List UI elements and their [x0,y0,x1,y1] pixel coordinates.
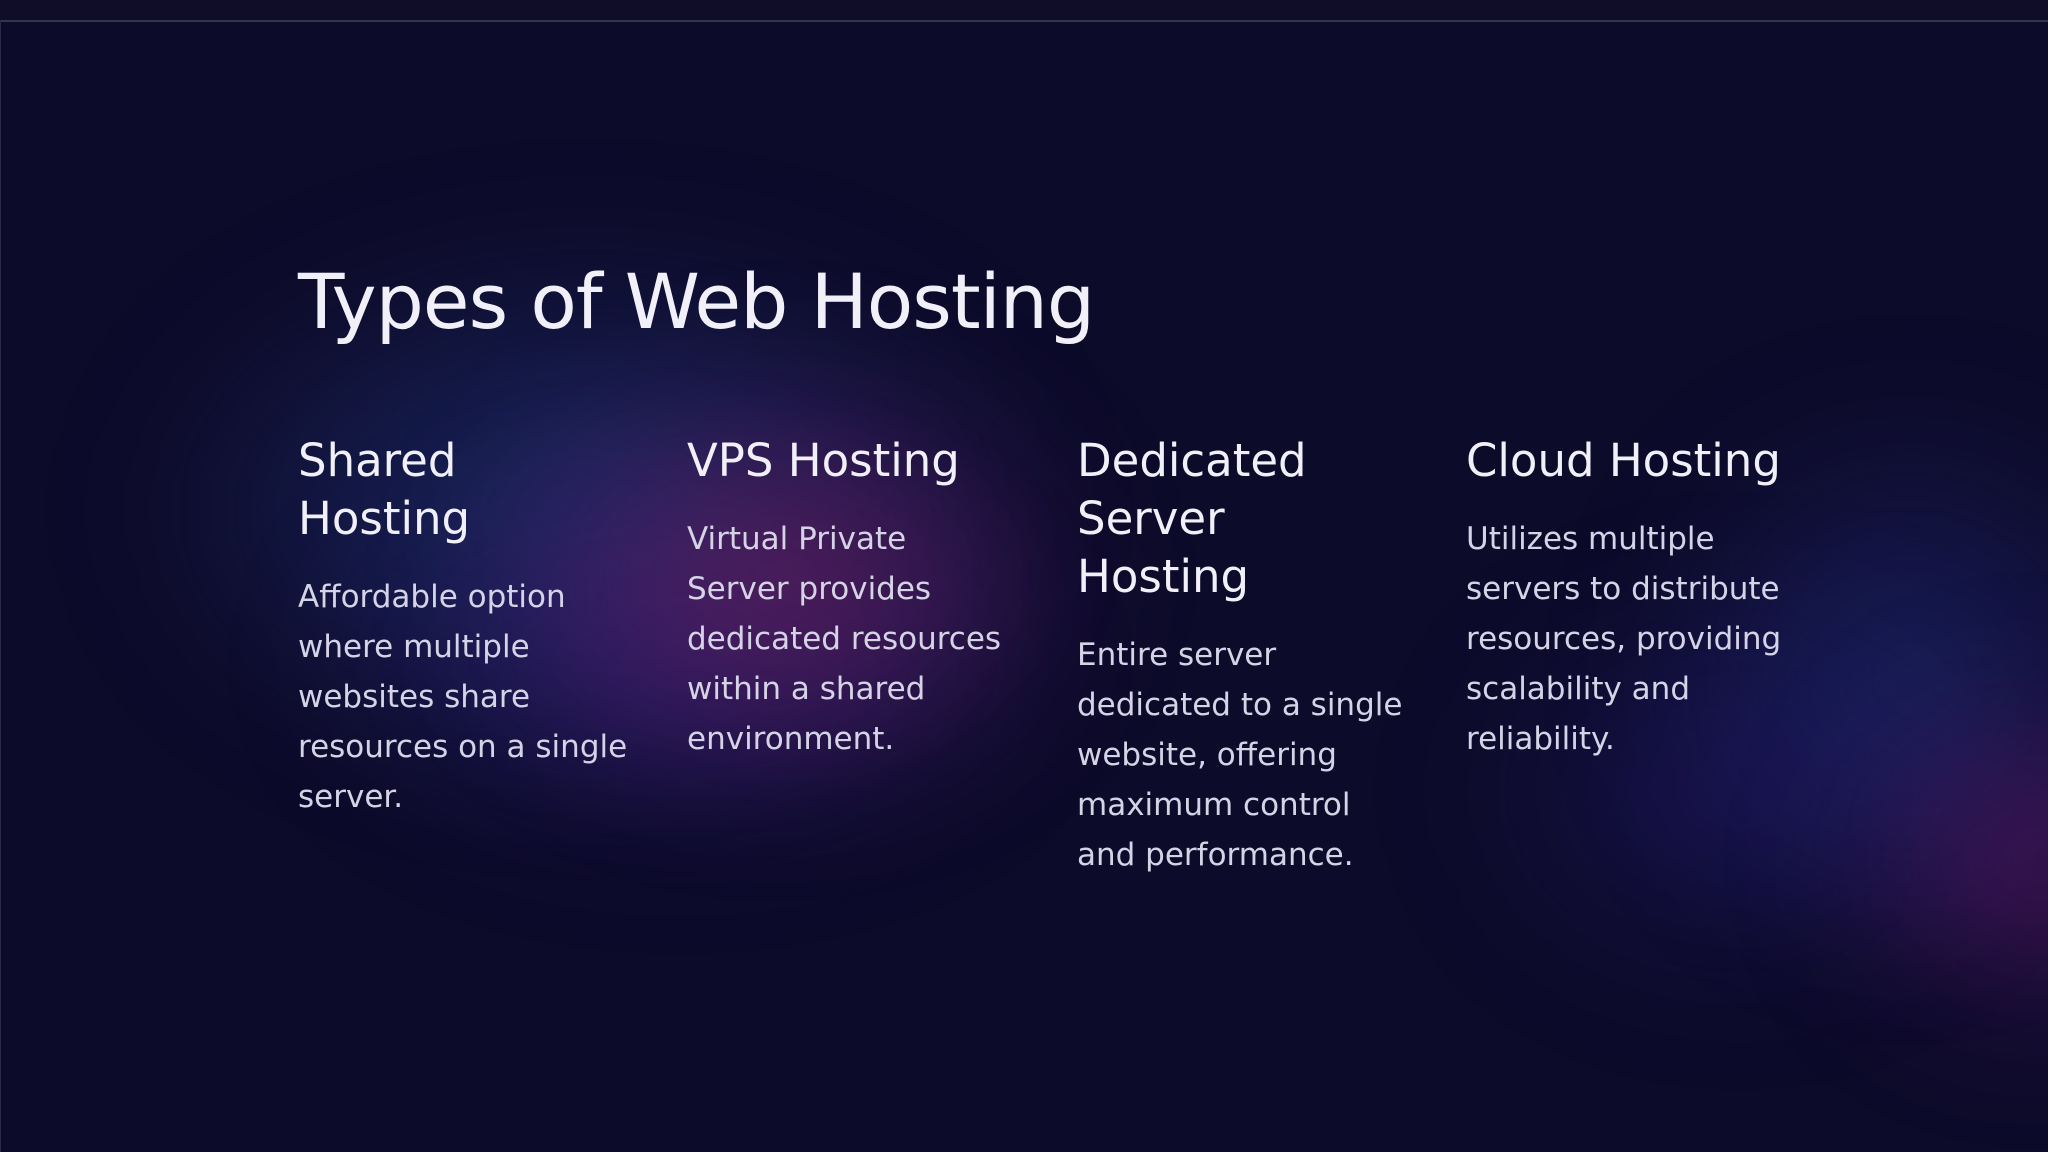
column-heading: Shared Hosting [298,434,471,545]
column-description: Affordable option where multiple website… [298,579,628,815]
column-description: Entire server dedicated to a single webs… [1077,637,1403,873]
column-shared-hosting: Shared Hosting Affordable option where m… [298,432,628,822]
slide-content: Types of Web Hosting Shared Hosting Affo… [298,256,1798,873]
column-cloud-hosting: Cloud Hosting Utilizes multiple servers … [1466,432,1796,764]
column-heading: Cloud Hosting [1466,434,1781,487]
column-heading: Dedicated Server Hosting [1077,434,1307,603]
top-border [0,0,2048,22]
column-description: Utilizes multiple servers to distribute … [1466,521,1782,757]
column-vps-hosting: VPS Hosting Virtual Private Server provi… [687,432,1017,764]
left-border [0,20,1,1152]
column-heading: VPS Hosting [687,434,960,487]
background-glow-right-magenta [1830,680,2048,1040]
column-description: Virtual Private Server provides dedicate… [687,521,1002,757]
column-dedicated-server-hosting: Dedicated Server Hosting Entire server d… [1077,432,1407,880]
page-title: Types of Web Hosting [298,257,1095,346]
